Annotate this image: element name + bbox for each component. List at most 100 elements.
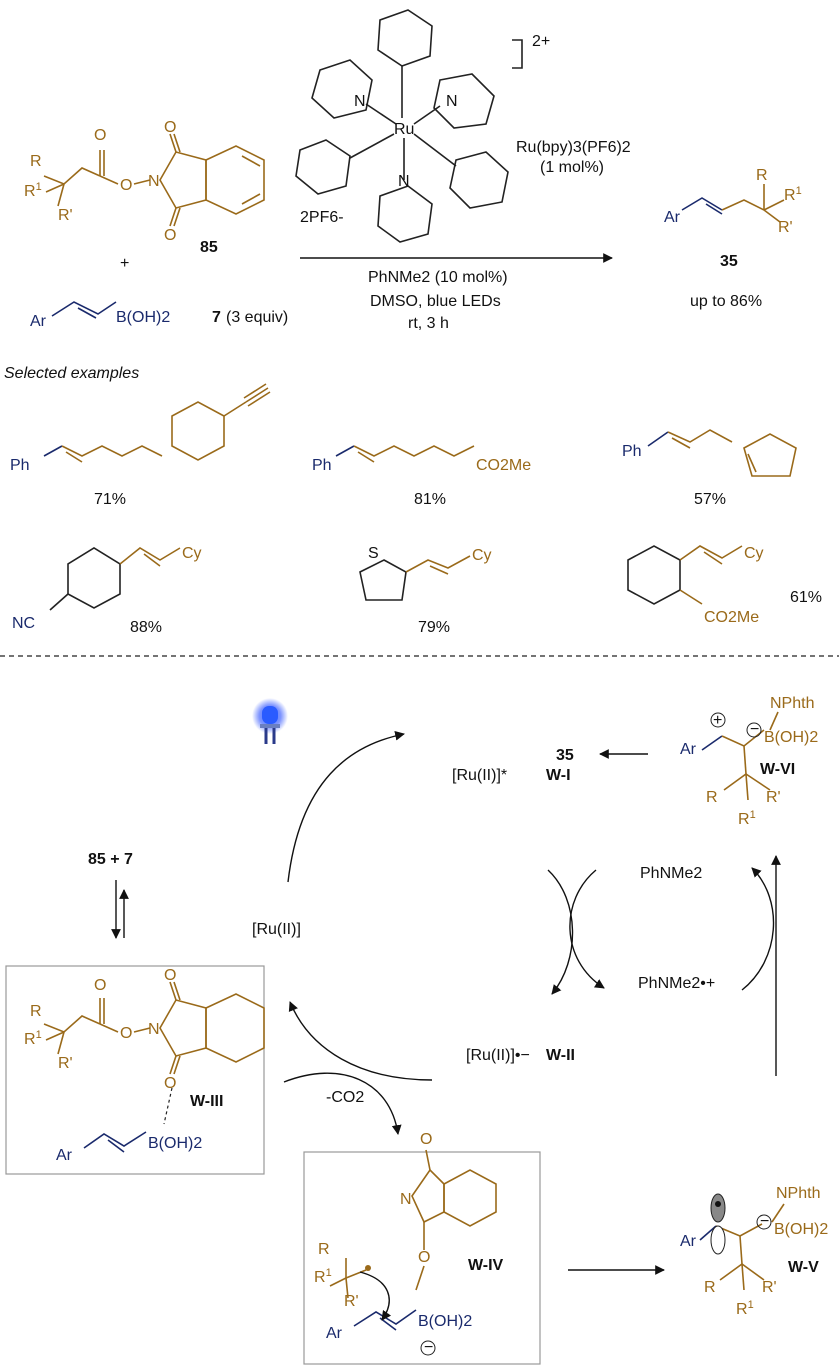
r1-label: R1 bbox=[24, 181, 42, 200]
w-iv-box bbox=[303, 1151, 541, 1365]
product-r-label: R bbox=[756, 167, 768, 184]
conditions-1: DMSO, blue LEDs bbox=[370, 293, 501, 310]
example-5-structure bbox=[359, 555, 471, 601]
decarboxylation-arrow bbox=[283, 1072, 402, 1135]
example-2-structure bbox=[335, 445, 475, 463]
w-iii-box bbox=[5, 965, 265, 1175]
w-iv-anion-symbol bbox=[420, 1340, 436, 1356]
w-iv-structure bbox=[329, 1149, 497, 1331]
w-iv-o: O bbox=[420, 1131, 432, 1148]
w-iv-r: R bbox=[318, 1241, 330, 1258]
reactant-85-structure bbox=[43, 133, 265, 227]
catalyst-loading: (1 mol%) bbox=[540, 159, 604, 176]
w-iii-r: R bbox=[30, 1003, 42, 1020]
w-iv-n: N bbox=[400, 1191, 412, 1208]
ester-o: O bbox=[120, 177, 132, 194]
w-v-r-prime: R' bbox=[762, 1279, 777, 1296]
imide-n: N bbox=[148, 173, 160, 190]
w-iii-n: N bbox=[148, 1021, 160, 1038]
w-v-ar: Ar bbox=[680, 1233, 697, 1250]
examples-header: Selected examples bbox=[4, 365, 139, 382]
example-4-structure bbox=[49, 547, 181, 611]
example-2-ph: Ph bbox=[312, 457, 332, 474]
w-iv-o2: O bbox=[418, 1249, 430, 1266]
example-6-yield: 61% bbox=[790, 589, 822, 606]
ar-label: Ar bbox=[30, 313, 47, 330]
w-v-r: R bbox=[704, 1279, 716, 1296]
r-prime-label: R' bbox=[58, 207, 73, 224]
w-vi-nphth: NPhth bbox=[770, 695, 814, 712]
example-4-nc: NC bbox=[12, 615, 35, 632]
w-iv-r1: R1 bbox=[314, 1267, 332, 1286]
example-1-structure bbox=[43, 383, 271, 463]
w-iv-radical-dot bbox=[365, 1265, 371, 1271]
counterion-label: 2PF6- bbox=[300, 209, 344, 226]
w-v-label: W-V bbox=[788, 1259, 819, 1276]
compound-7-label: 7 bbox=[212, 309, 221, 326]
example-1-ph: Ph bbox=[10, 457, 30, 474]
example-5-cy: Cy bbox=[472, 547, 492, 564]
additive-label: PhNMe2 (10 mol%) bbox=[368, 269, 508, 286]
example-6-structure bbox=[627, 545, 743, 605]
yield-label: up to 86% bbox=[690, 293, 762, 310]
compound-85-label: 85 bbox=[200, 239, 218, 256]
w-iii-boh2: B(OH)2 bbox=[148, 1135, 202, 1152]
w-v-nphth: NPhth bbox=[776, 1185, 820, 1202]
w-v-anion-symbol bbox=[756, 1214, 772, 1230]
ru-excited: [Ru(II)]* bbox=[452, 767, 507, 784]
w-iv-ar: Ar bbox=[326, 1325, 343, 1342]
w-vi-r: R bbox=[706, 789, 718, 806]
w-iii-carbonyl-o: O bbox=[94, 977, 106, 994]
w-vi-r-prime: R' bbox=[766, 789, 781, 806]
equiv-label: (3 equiv) bbox=[226, 309, 288, 326]
example-3-ph: Ph bbox=[622, 443, 642, 460]
w-iii-r1: R1 bbox=[24, 1029, 42, 1048]
mech-start: 85 + 7 bbox=[88, 851, 133, 868]
w-iii-r-prime: R' bbox=[58, 1055, 73, 1072]
thiophene-s: S bbox=[368, 545, 379, 562]
example-2-co2me: CO2Me bbox=[476, 457, 531, 474]
ru-reduced-label: W-II bbox=[546, 1047, 575, 1064]
w-v-structure bbox=[699, 1193, 785, 1291]
product-ar-label: Ar bbox=[664, 209, 681, 226]
example-4-yield: 88% bbox=[130, 619, 162, 636]
w-vi-anion-symbol bbox=[746, 722, 762, 738]
w-iv-minus: − bbox=[424, 1339, 433, 1356]
w-iii-ester-o: O bbox=[120, 1025, 132, 1042]
product-35-structure bbox=[681, 184, 785, 223]
ru-reduced: [Ru(II)]•− bbox=[466, 1047, 530, 1064]
plus-sign: + bbox=[120, 255, 129, 272]
product-r-prime-label: R' bbox=[778, 219, 793, 236]
reactant-7-structure bbox=[51, 301, 117, 319]
regeneration-arrow bbox=[288, 1001, 433, 1081]
example-3-structure bbox=[647, 429, 797, 477]
amine-label: PhNMe2 bbox=[640, 865, 702, 882]
example-1-yield: 71% bbox=[94, 491, 126, 508]
n-label-3: N bbox=[398, 173, 410, 190]
quench-arrow-1 bbox=[547, 869, 574, 995]
amine-radical-label: PhNMe2•+ bbox=[638, 975, 715, 992]
w-iii-o-bottom: O bbox=[164, 1075, 176, 1092]
w-v-r1: R1 bbox=[736, 1299, 754, 1318]
n-label-2: N bbox=[446, 93, 458, 110]
w-vi-boh2: B(OH)2 bbox=[764, 729, 818, 746]
w-iv-label: W-IV bbox=[468, 1257, 504, 1274]
example-2-yield: 81% bbox=[414, 491, 446, 508]
w-vi-r1: R1 bbox=[738, 809, 756, 828]
excitation-arrow bbox=[287, 730, 405, 883]
co2-label: -CO2 bbox=[326, 1089, 364, 1106]
example-4-cy: Cy bbox=[182, 545, 202, 562]
imide-o-top: O bbox=[164, 119, 176, 136]
catalyst-name: Ru(bpy)3(PF6)2 bbox=[516, 139, 631, 156]
ru-ground: [Ru(II)] bbox=[252, 921, 301, 938]
w-vi-minus: − bbox=[750, 721, 759, 738]
r-label: R bbox=[30, 153, 42, 170]
charge-label: 2+ bbox=[532, 33, 550, 50]
mech-product-35: 35 bbox=[556, 747, 574, 764]
ru-excited-label: W-I bbox=[546, 767, 571, 784]
w-iii-label: W-III bbox=[190, 1093, 223, 1110]
boronic-acid-label: B(OH)2 bbox=[116, 309, 170, 326]
example-6-cy: Cy bbox=[744, 545, 764, 562]
w-iv-boh2: B(OH)2 bbox=[418, 1313, 472, 1330]
